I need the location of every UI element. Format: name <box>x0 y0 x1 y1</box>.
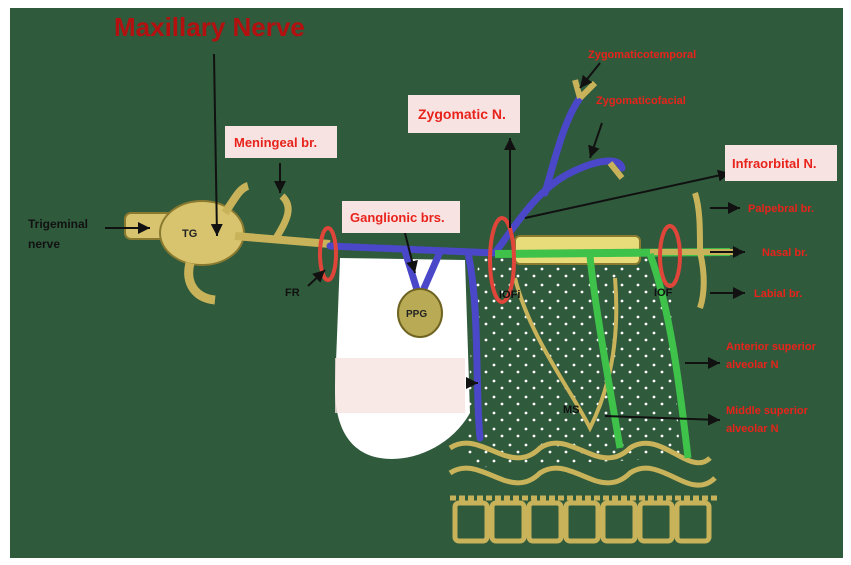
iofi-label: IOFi <box>499 289 520 301</box>
meningeal-label: Meningeal br. <box>234 135 317 150</box>
trigeminal-label-line1: Trigeminal <box>28 217 88 231</box>
zygomaticotemporal-label: Zygomaticotemporal <box>588 49 696 61</box>
msa-label-line2: alveolar N <box>726 423 779 435</box>
ppg-label: PPG <box>406 309 427 320</box>
msa-label-line1: Middle superior <box>726 405 809 417</box>
asa-label-line2: alveolar N <box>726 359 779 371</box>
fr-label: FR <box>285 287 300 299</box>
zygomaticofacial-label: Zygomaticofacial <box>596 95 686 107</box>
labial-label: Labial br. <box>754 288 802 300</box>
trigeminal-ganglion <box>160 201 244 265</box>
tg-label: TG <box>182 228 197 240</box>
infraorbital-label: Infraorbital N. <box>732 156 817 171</box>
maxillary-sinus <box>465 246 680 468</box>
diagram-title: Maxillary Nerve <box>114 12 305 42</box>
zygomatic-label: Zygomatic N. <box>418 106 506 122</box>
iof-label: IOF <box>654 287 673 299</box>
nasal-label: Nasal br. <box>762 247 808 259</box>
ganglionic-label: Ganglionic brs. <box>350 210 445 225</box>
maxillary-nerve-diagram: Maxillary Nerve Trigeminal nerve TG Meni… <box>10 8 843 558</box>
redacted-label <box>335 358 465 413</box>
palpebral-label: Palpebral br. <box>748 203 814 215</box>
asa-label-line1: Anterior superior <box>726 341 817 353</box>
trigeminal-label-line2: nerve <box>28 237 60 251</box>
ms-label: MS <box>563 404 580 416</box>
